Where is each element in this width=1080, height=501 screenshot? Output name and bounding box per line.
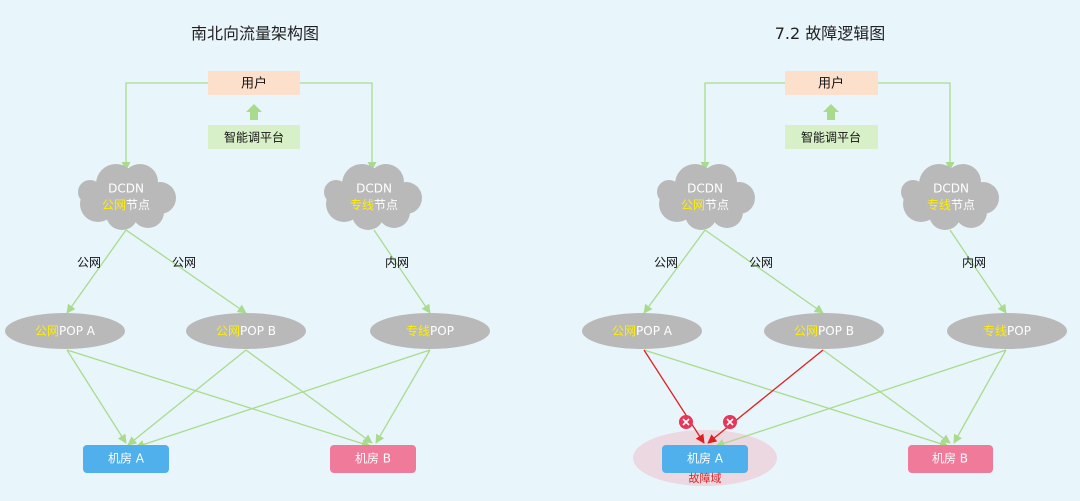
user-label: 用户 — [241, 76, 267, 92]
edge-pop-b-room-b — [245, 349, 373, 444]
fault-marker-icon — [723, 415, 737, 429]
edge-label-public-2: 公网 — [749, 256, 773, 270]
edge-user-to-dcdn-public — [700, 82, 785, 171]
dcdn-public-line1: DCDN — [108, 182, 144, 196]
dcdn-public-line2: 公网节点 — [681, 198, 729, 212]
edge-pop-b-room-a — [127, 349, 247, 446]
pop-b-node — [764, 313, 884, 349]
pop-a-node — [5, 313, 125, 349]
edge-dcdn-to-pop-a — [66, 229, 127, 314]
platform-label: 智能调平台 — [801, 130, 861, 145]
room-a-box — [662, 445, 748, 473]
room-b-box — [908, 445, 993, 473]
edge-label-private: 内网 — [962, 256, 986, 270]
user-box — [208, 71, 300, 95]
fault-domain-label: 故障域 — [689, 471, 722, 485]
edge-user-to-dcdn-private — [300, 82, 377, 171]
room-b-label: 机房 B — [932, 451, 968, 466]
pop-b-label: 公网POP B — [216, 324, 276, 338]
edge-label-public-1: 公网 — [654, 256, 678, 270]
edge-pop-b-room-b — [822, 349, 951, 444]
pop-a-node — [582, 313, 702, 349]
user-label: 用户 — [818, 76, 844, 92]
room-b-box — [330, 445, 416, 473]
edge-pop-c-room-b — [953, 349, 1007, 444]
pop-a-label: 公网POP A — [612, 324, 673, 338]
dcdn-public-line1: DCDN — [687, 182, 723, 196]
edge-dcdn-to-pop-c — [373, 229, 431, 314]
failed-edge-pop-a-room-a — [643, 349, 705, 444]
pop-c-label: 专线POP — [406, 323, 454, 338]
edge-dcdn-to-pop-b — [704, 229, 824, 314]
edge-pop-a-room-b — [643, 349, 949, 448]
pop-c-node — [947, 313, 1067, 349]
fault-marker-icon — [679, 415, 693, 429]
edge-dcdn-to-pop-b — [125, 229, 247, 314]
pop-b-node — [186, 313, 306, 349]
edge-pop-c-room-a — [715, 349, 1007, 448]
room-b-label: 机房 B — [355, 451, 391, 466]
edge-pop-a-room-b — [66, 349, 371, 448]
right-title: 7.2 故障逻辑图 — [774, 24, 886, 43]
pop-a-label: 公网POP A — [35, 324, 96, 338]
dcdn-private-line1: DCDN — [356, 182, 392, 196]
platform-label: 智能调平台 — [224, 130, 284, 145]
pop-c-label: 专线POP — [983, 323, 1031, 338]
edge-user-to-dcdn-public — [121, 82, 208, 171]
platform-box — [785, 125, 878, 149]
edge-label-public-2: 公网 — [172, 256, 196, 270]
right-connectors — [643, 82, 1007, 448]
edge-dcdn-to-pop-c — [949, 229, 1007, 314]
dcdn-public-line2: 公网节点 — [102, 198, 150, 212]
edge-user-to-dcdn-private — [878, 82, 955, 171]
edge-dcdn-to-pop-a — [643, 229, 706, 314]
up-arrow-icon — [823, 104, 839, 120]
room-a-label: 机房 A — [687, 451, 724, 466]
pop-c-node — [370, 313, 490, 349]
left-title: 南北向流量架构图 — [190, 24, 319, 43]
left-connectors — [66, 82, 431, 449]
pop-b-label: 公网POP B — [794, 324, 854, 338]
left-diagram: 用户 智能调平台 DCDN 公网节点 DCDN 专线节点 公网 公网 内网 公网… — [5, 71, 490, 473]
edge-label-private: 内网 — [385, 256, 409, 270]
edge-pop-c-room-b — [375, 349, 431, 444]
failed-connectors — [643, 349, 824, 444]
up-arrow-icon — [246, 104, 262, 120]
dcdn-private-line2: 专线节点 — [927, 197, 975, 212]
room-a-box — [83, 445, 169, 473]
edge-pop-a-room-a — [66, 349, 127, 444]
edge-label-public-1: 公网 — [77, 256, 101, 270]
right-diagram: 用户 智能调平台 DCDN 公网节点 DCDN 专线节点 公网 公网 内网 公网… — [582, 71, 1067, 486]
dcdn-private-line2: 专线节点 — [350, 197, 398, 212]
edge-pop-c-room-a — [135, 349, 431, 449]
platform-box — [208, 125, 300, 149]
dcdn-private-line1: DCDN — [933, 182, 969, 196]
room-a-label: 机房 A — [108, 451, 145, 466]
user-box — [785, 71, 878, 95]
